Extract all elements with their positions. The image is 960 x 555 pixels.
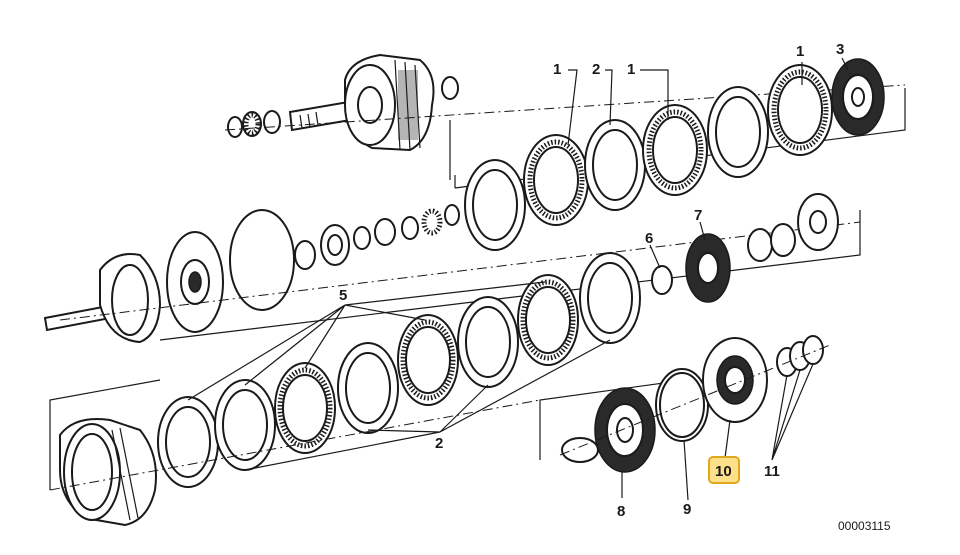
callout-2-top: 2 [592, 61, 600, 78]
callout-2-bottom: 2 [435, 435, 443, 452]
upper-clutch-pack [464, 58, 885, 251]
callout-5: 5 [339, 287, 347, 304]
callout-8: 8 [617, 503, 625, 520]
middle-clutch-pack [517, 193, 839, 366]
callout-10: 10 [715, 463, 732, 480]
middle-shaft-assembly [43, 204, 460, 344]
upper-shaft-assembly [227, 53, 459, 152]
leader-lines [187, 57, 849, 501]
callout-9: 9 [683, 501, 691, 518]
callout-11: 11 [764, 463, 780, 480]
callout-7: 7 [694, 207, 702, 224]
callout-10-highlight [708, 456, 740, 484]
callout-6: 6 [645, 230, 653, 247]
callout-1-middle: 1 [627, 61, 635, 78]
callout-1-right: 1 [796, 43, 804, 60]
lower-drum-assembly [59, 296, 519, 527]
callout-1-left: 1 [553, 61, 561, 78]
pump-assembly [561, 335, 824, 473]
reference-number: 00003115 [838, 519, 891, 533]
callout-3: 3 [836, 41, 844, 58]
callouts: 1 2 1 1 3 5 6 7 2 8 9 10 11 00003115 [339, 41, 891, 533]
